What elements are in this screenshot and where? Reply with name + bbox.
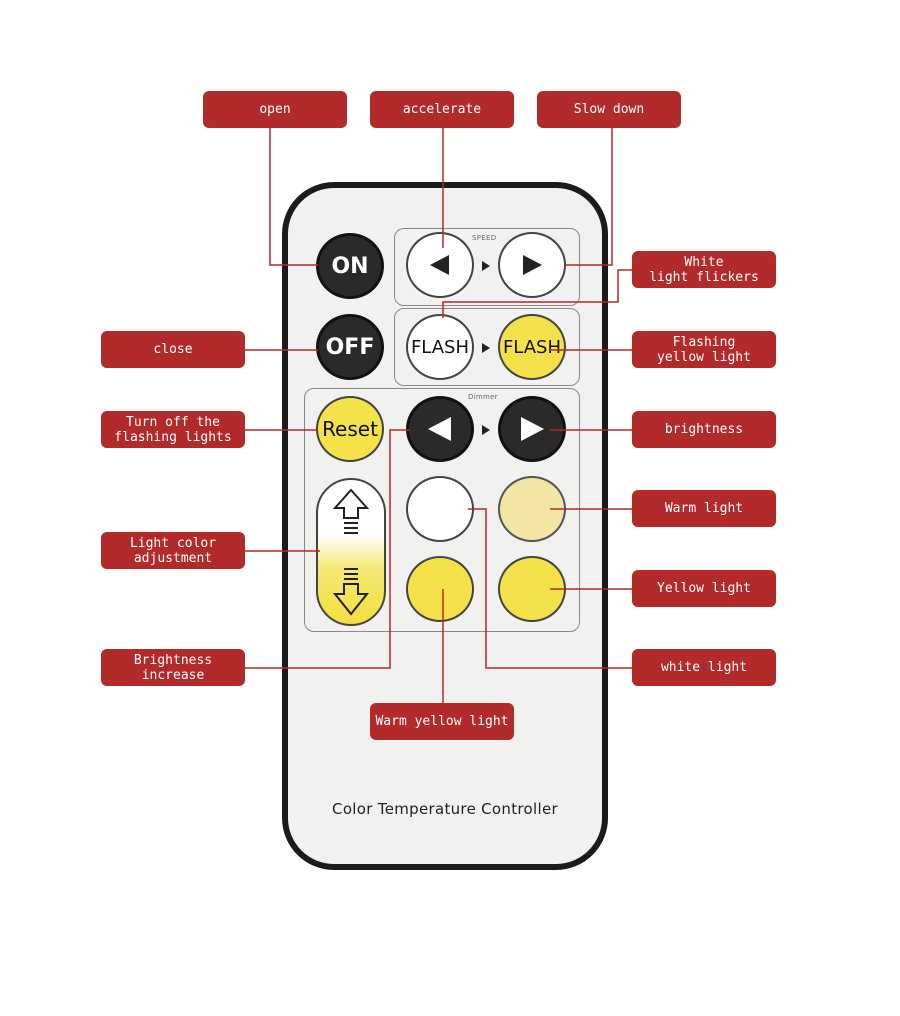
callout-warm-light: Warm light — [632, 490, 776, 527]
callout-white-light: white light — [632, 649, 776, 686]
callout-brightness-increase: Brightness increase — [101, 649, 245, 686]
callout-warm-yellow-light: Warm yellow light — [370, 703, 514, 740]
leader-open — [270, 128, 318, 265]
callout-close: close — [101, 331, 245, 368]
leader-white-light-flickers — [443, 270, 633, 318]
leader-brightness-increase — [244, 430, 410, 668]
callout-open: open — [203, 91, 347, 128]
callout-brightness: brightness — [632, 411, 776, 448]
callout-accelerate: accelerate — [370, 91, 514, 128]
callout-light-color-adjustment: Light color adjustment — [101, 532, 245, 569]
callout-slow-down: Slow down — [537, 91, 681, 128]
callout-turn-off-flashing: Turn off the flashing lights — [101, 411, 245, 448]
callout-white-light-flickers: White light flickers — [632, 251, 776, 288]
callout-yellow-light: Yellow light — [632, 570, 776, 607]
leader-slow-down — [566, 128, 612, 265]
callout-flashing-yellow-light: Flashing yellow light — [632, 331, 776, 368]
